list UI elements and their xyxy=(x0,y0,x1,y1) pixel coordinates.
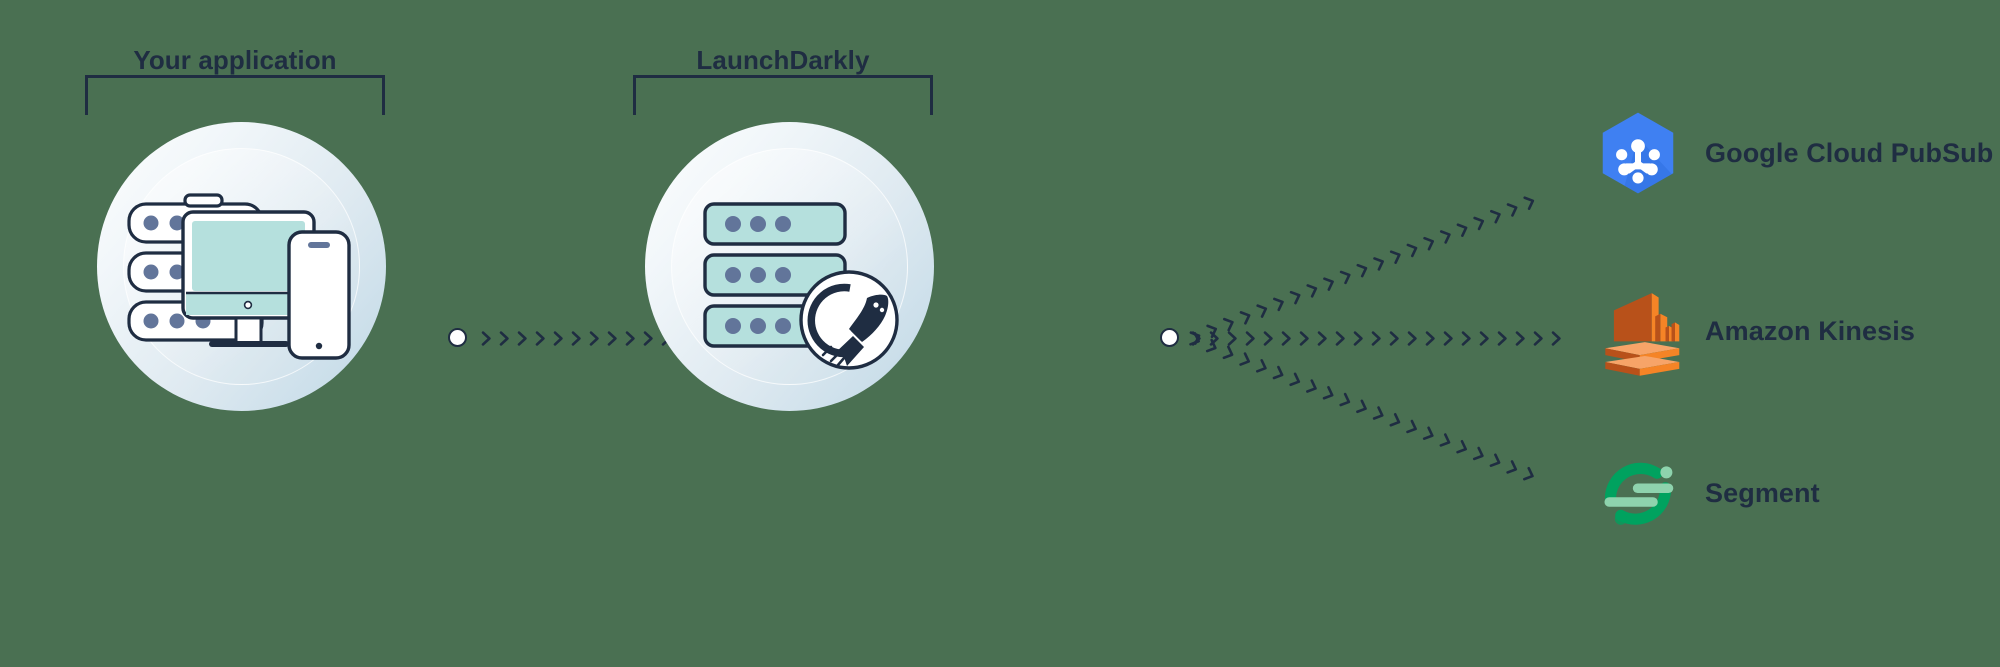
chevron-icon xyxy=(1335,330,1345,346)
chevron-icon xyxy=(1523,466,1537,483)
chevron-icon xyxy=(1227,330,1237,346)
chevron-icon xyxy=(1306,378,1320,395)
chevron-icon xyxy=(589,330,599,346)
segment-icon xyxy=(1595,450,1681,536)
chevron-icon xyxy=(1533,330,1543,346)
flow-arrow-to-amazon-kinesis xyxy=(1191,325,1562,351)
chevron-icon xyxy=(1473,446,1487,463)
chevron-icon xyxy=(607,330,617,346)
chevron-icon xyxy=(1322,274,1337,291)
chevron-icon xyxy=(1209,330,1219,346)
chevron-icon xyxy=(1189,328,1203,345)
flow-arrow-to-google-cloud-pubsub xyxy=(1187,187,1540,350)
chevron-icon xyxy=(1515,330,1525,346)
chevron-icon xyxy=(499,330,509,346)
chevron-icon xyxy=(1256,358,1270,375)
your-application-output-connector xyxy=(448,328,467,347)
chevron-icon xyxy=(1322,385,1337,402)
chevron-icon xyxy=(1456,220,1470,237)
chevron-icon xyxy=(1191,330,1201,346)
chevron-icon xyxy=(1356,260,1370,277)
launchdarkly-output-connector xyxy=(1160,328,1179,347)
launchdarkly-sphere xyxy=(645,122,934,411)
chevron-icon xyxy=(1551,330,1561,346)
destination-label-amazon-kinesis: Amazon Kinesis xyxy=(1705,315,1915,346)
chevron-icon xyxy=(1489,452,1504,469)
chevron-icon xyxy=(1479,330,1489,346)
launchdarkly-rocket-badge xyxy=(799,270,899,370)
chevron-icon xyxy=(1222,314,1237,331)
chevron-icon xyxy=(1407,330,1417,346)
chevron-icon xyxy=(1473,213,1487,230)
chevron-icon xyxy=(517,330,527,346)
chevron-icon xyxy=(1353,330,1363,346)
chevron-icon xyxy=(1423,233,1437,250)
google-cloud-pubsub-icon xyxy=(1595,110,1681,196)
chevron-icon xyxy=(1239,351,1253,368)
desktop-monitor-icon xyxy=(181,193,316,347)
chevron-icon xyxy=(1256,301,1270,318)
chevron-icon xyxy=(1306,280,1320,298)
chevron-icon xyxy=(1289,287,1303,304)
server-led-dots xyxy=(725,216,791,334)
group-label-launchdarkly: LaunchDarkly xyxy=(696,45,870,75)
chevron-icon xyxy=(553,330,563,346)
chevron-icon xyxy=(1206,338,1220,355)
chevron-icon xyxy=(1372,254,1387,271)
chevron-icon xyxy=(535,330,545,346)
chevron-icon xyxy=(1506,459,1520,476)
chevron-icon xyxy=(1222,345,1237,362)
chevron-icon xyxy=(1389,330,1399,346)
amazon-kinesis-icon xyxy=(1595,288,1681,376)
chevron-icon xyxy=(1506,200,1520,217)
chevron-icon xyxy=(1461,330,1471,346)
chevron-icon xyxy=(1239,307,1253,325)
chevron-icon xyxy=(1189,331,1203,348)
flow-arrow-to-segment xyxy=(1187,326,1540,489)
chevron-icon xyxy=(1272,294,1287,311)
chevron-icon xyxy=(1389,247,1403,264)
chevron-icon xyxy=(1443,330,1453,346)
chevron-icon xyxy=(1439,227,1454,244)
chevron-icon xyxy=(481,330,491,346)
chevron-icon xyxy=(1406,240,1420,257)
chevron-icon xyxy=(1406,419,1420,436)
bracket-your-application xyxy=(85,75,385,115)
chevron-icon xyxy=(1497,330,1507,346)
chevron-icon xyxy=(1523,193,1537,210)
chevron-icon xyxy=(1281,330,1291,346)
chevron-icon xyxy=(1245,330,1255,346)
chevron-icon xyxy=(1371,330,1381,346)
chevron-icon xyxy=(1272,365,1287,382)
mobile-phone-icon xyxy=(287,230,351,360)
group-label-your-application: Your application xyxy=(133,45,337,75)
chevron-icon xyxy=(1317,330,1327,346)
chevron-icon xyxy=(1339,267,1353,284)
chevron-icon xyxy=(1206,321,1220,338)
chevron-icon xyxy=(625,330,635,346)
launchdarkly-artwork xyxy=(703,202,899,370)
chevron-icon xyxy=(1339,392,1353,409)
chevron-icon xyxy=(571,330,581,346)
chevron-icon xyxy=(1389,412,1403,429)
chevron-icon xyxy=(1372,405,1387,422)
destination-amazon-kinesis[interactable]: Amazon Kinesis xyxy=(1595,288,1915,376)
chevron-icon xyxy=(1423,425,1437,442)
chevron-icon xyxy=(1356,398,1370,415)
destination-segment[interactable]: Segment xyxy=(1595,450,1820,536)
destination-google-cloud-pubsub[interactable]: Google Cloud PubSub xyxy=(1595,110,1993,196)
chevron-icon xyxy=(1425,330,1435,346)
chevron-icon xyxy=(1263,330,1273,346)
destination-label-google-cloud-pubsub: Google Cloud PubSub xyxy=(1705,137,1994,168)
your-application-artwork xyxy=(127,193,351,360)
chevron-icon xyxy=(1299,330,1309,346)
chevron-icon xyxy=(1439,432,1454,449)
chevron-icon xyxy=(1489,206,1504,224)
destination-label-segment: Segment xyxy=(1705,477,1820,508)
chevron-icon xyxy=(1289,372,1303,389)
your-application-sphere xyxy=(97,122,386,411)
chevron-icon xyxy=(1456,439,1470,456)
bracket-launchdarkly xyxy=(633,75,933,115)
